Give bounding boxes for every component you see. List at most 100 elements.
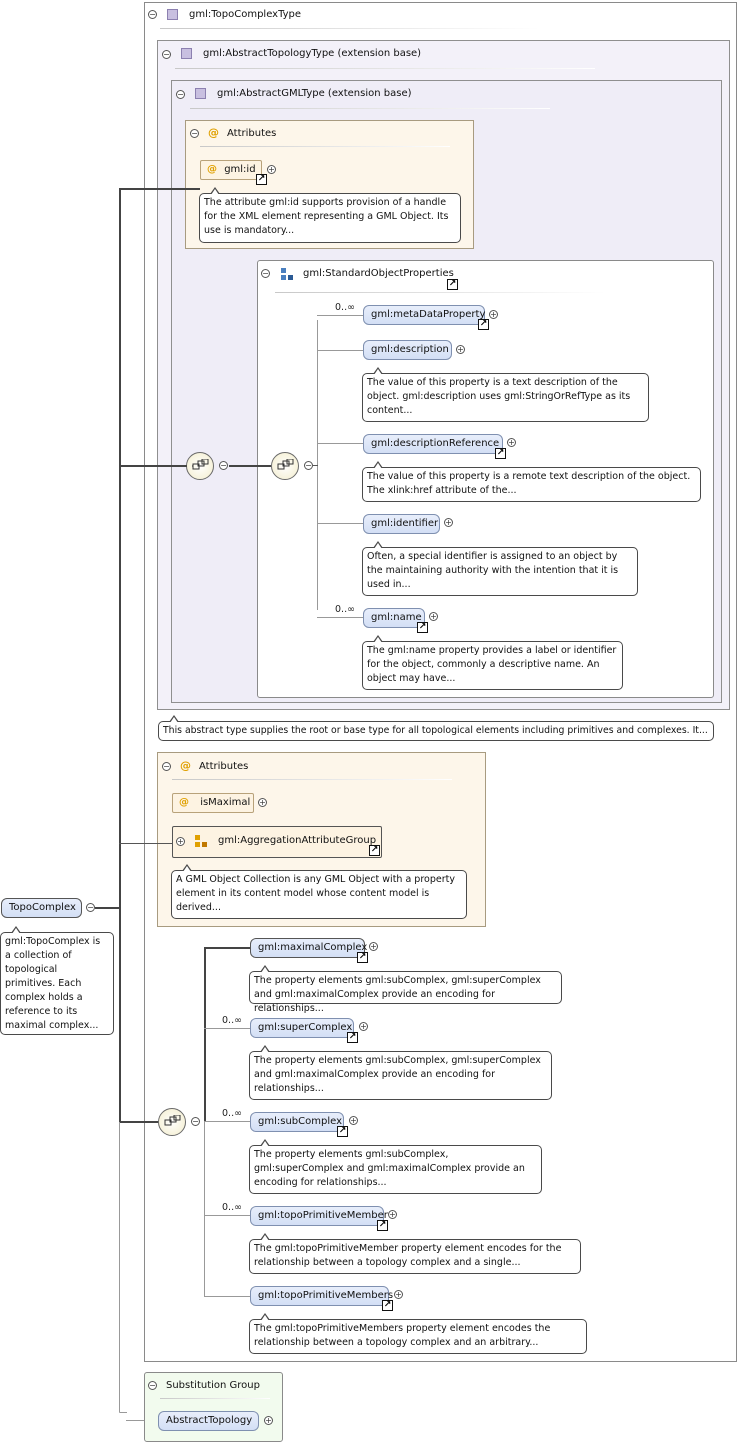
connector <box>119 1121 159 1123</box>
collapse-icon[interactable]: − <box>162 762 171 771</box>
collapse-icon[interactable]: − <box>176 90 185 99</box>
sub-complex-note: The property elements gml:subComplex, gm… <box>249 1139 542 1194</box>
link-icon[interactable]: ↗ <box>495 448 506 459</box>
link-icon[interactable]: ↗ <box>478 319 489 330</box>
expand-icon[interactable]: + <box>369 942 378 951</box>
element-metadata-property[interactable]: gml:metaDataProperty <box>363 305 485 325</box>
standard-object-properties-label: gml:StandardObjectProperties <box>303 268 454 279</box>
expand-icon[interactable]: + <box>388 1210 397 1219</box>
cardinality-label: 0..∞ <box>222 1108 242 1119</box>
connector <box>204 1122 205 1297</box>
aggregation-attribute-group[interactable] <box>172 826 382 858</box>
collapse-icon[interactable]: − <box>162 50 171 59</box>
expand-icon[interactable]: + <box>258 798 267 807</box>
description-reference-note: The value of this property is a remote t… <box>362 461 701 502</box>
gml-id-label: gml:id <box>224 164 256 175</box>
element-maximal-complex[interactable]: gml:maximalComplex <box>250 938 367 958</box>
element-topo-primitive-members[interactable]: gml:topoPrimitiveMembers <box>250 1286 393 1306</box>
topo-primitive-member-note: The gml:topoPrimitiveMember property ele… <box>249 1233 581 1274</box>
expand-icon[interactable]: + <box>489 310 498 319</box>
expand-icon[interactable]: + <box>456 345 465 354</box>
expand-icon[interactable]: + <box>507 438 516 447</box>
link-icon[interactable]: ↗ <box>377 1220 388 1231</box>
expand-icon[interactable]: + <box>429 612 438 621</box>
connector <box>119 188 200 190</box>
cardinality-label: 0..∞ <box>222 1015 242 1026</box>
connector <box>204 1215 250 1216</box>
expand-icon[interactable]: + <box>394 1290 403 1299</box>
abstract-gml-title: gml:AbstractGMLType (extension base) <box>217 88 412 99</box>
element-super-complex[interactable]: gml:superComplex <box>250 1018 354 1038</box>
collapse-icon[interactable]: − <box>191 1117 200 1126</box>
attribute-icon: @ <box>207 164 217 175</box>
link-icon[interactable]: ↗ <box>369 845 380 856</box>
separator <box>190 108 550 109</box>
connector <box>229 465 271 467</box>
attribute-icon: @ <box>208 126 219 139</box>
link-icon[interactable]: ↗ <box>347 1032 358 1043</box>
expand-icon[interactable]: + <box>176 837 185 846</box>
sequence-icon <box>277 459 294 470</box>
element-name[interactable]: gml:name <box>363 608 425 628</box>
separator <box>275 292 605 293</box>
sequence-compositor[interactable] <box>158 1108 186 1136</box>
connector <box>119 1412 127 1413</box>
attributes-label: Attributes <box>199 761 249 772</box>
sequence-icon <box>164 1115 181 1126</box>
collapse-icon[interactable]: − <box>148 10 157 19</box>
connector <box>204 1028 250 1029</box>
link-icon[interactable]: ↗ <box>256 174 267 185</box>
element-description[interactable]: gml:description <box>363 340 452 360</box>
connector <box>313 465 318 466</box>
attribute-group-icon <box>195 835 207 847</box>
is-maximal-attribute[interactable]: @ isMaximal <box>172 793 254 813</box>
link-icon[interactable]: ↗ <box>447 279 458 290</box>
identifier-note: Often, a special identifier is assigned … <box>362 541 638 596</box>
attributes-label: Attributes <box>227 128 277 139</box>
connector <box>119 465 187 467</box>
group-icon <box>281 268 293 280</box>
element-description-reference[interactable]: gml:descriptionReference <box>363 434 503 454</box>
connector <box>126 1420 158 1421</box>
element-sub-complex[interactable]: gml:subComplex <box>250 1112 344 1132</box>
collapse-icon[interactable]: − <box>86 903 95 912</box>
aggregation-group-note: A GML Object Collection is any GML Objec… <box>171 864 467 919</box>
abstract-topology-note: This abstract type supplies the root or … <box>158 715 714 741</box>
root-element-topo-complex[interactable]: TopoComplex <box>1 898 82 918</box>
connector <box>317 350 363 351</box>
abstract-topology-title: gml:AbstractTopologyType (extension base… <box>203 48 422 59</box>
link-icon[interactable]: ↗ <box>337 1126 348 1137</box>
connector <box>317 523 363 524</box>
substitution-group-label: Substitution Group <box>166 1380 260 1391</box>
element-abstract-topology[interactable]: AbstractTopology <box>158 1411 259 1431</box>
collapse-icon[interactable]: − <box>219 461 228 470</box>
type-title: gml:TopoComplexType <box>189 9 302 20</box>
collapse-icon[interactable]: − <box>148 1381 157 1390</box>
complex-type-icon <box>195 88 206 99</box>
connector <box>204 947 250 949</box>
gml-id-attribute[interactable]: @ gml:id <box>200 160 262 180</box>
element-identifier[interactable]: gml:identifier <box>363 514 440 534</box>
expand-icon[interactable]: + <box>349 1116 358 1125</box>
collapse-icon[interactable]: − <box>304 461 313 470</box>
link-icon[interactable]: ↗ <box>357 952 368 963</box>
sequence-compositor[interactable] <box>186 452 214 480</box>
separator <box>160 1398 270 1399</box>
expand-icon[interactable]: + <box>444 518 453 527</box>
link-icon[interactable]: ↗ <box>382 1300 393 1311</box>
collapse-icon[interactable]: − <box>190 129 199 138</box>
collapse-icon[interactable]: − <box>261 269 270 278</box>
topo-primitive-members-note: The gml:topoPrimitiveMembers property el… <box>249 1313 587 1354</box>
sequence-compositor[interactable] <box>271 452 299 480</box>
expand-icon[interactable]: + <box>359 1022 368 1031</box>
super-complex-note: The property elements gml:subComplex, gm… <box>249 1045 552 1100</box>
complex-type-icon <box>181 48 192 59</box>
is-maximal-label: isMaximal <box>200 797 251 808</box>
link-icon[interactable]: ↗ <box>417 622 428 633</box>
complex-type-icon <box>167 9 178 20</box>
expand-icon[interactable]: + <box>267 165 276 174</box>
description-note: The value of this property is a text des… <box>362 367 649 422</box>
element-topo-primitive-member[interactable]: gml:topoPrimitiveMember <box>250 1206 388 1226</box>
connector <box>204 1296 250 1297</box>
expand-icon[interactable]: + <box>264 1416 273 1425</box>
